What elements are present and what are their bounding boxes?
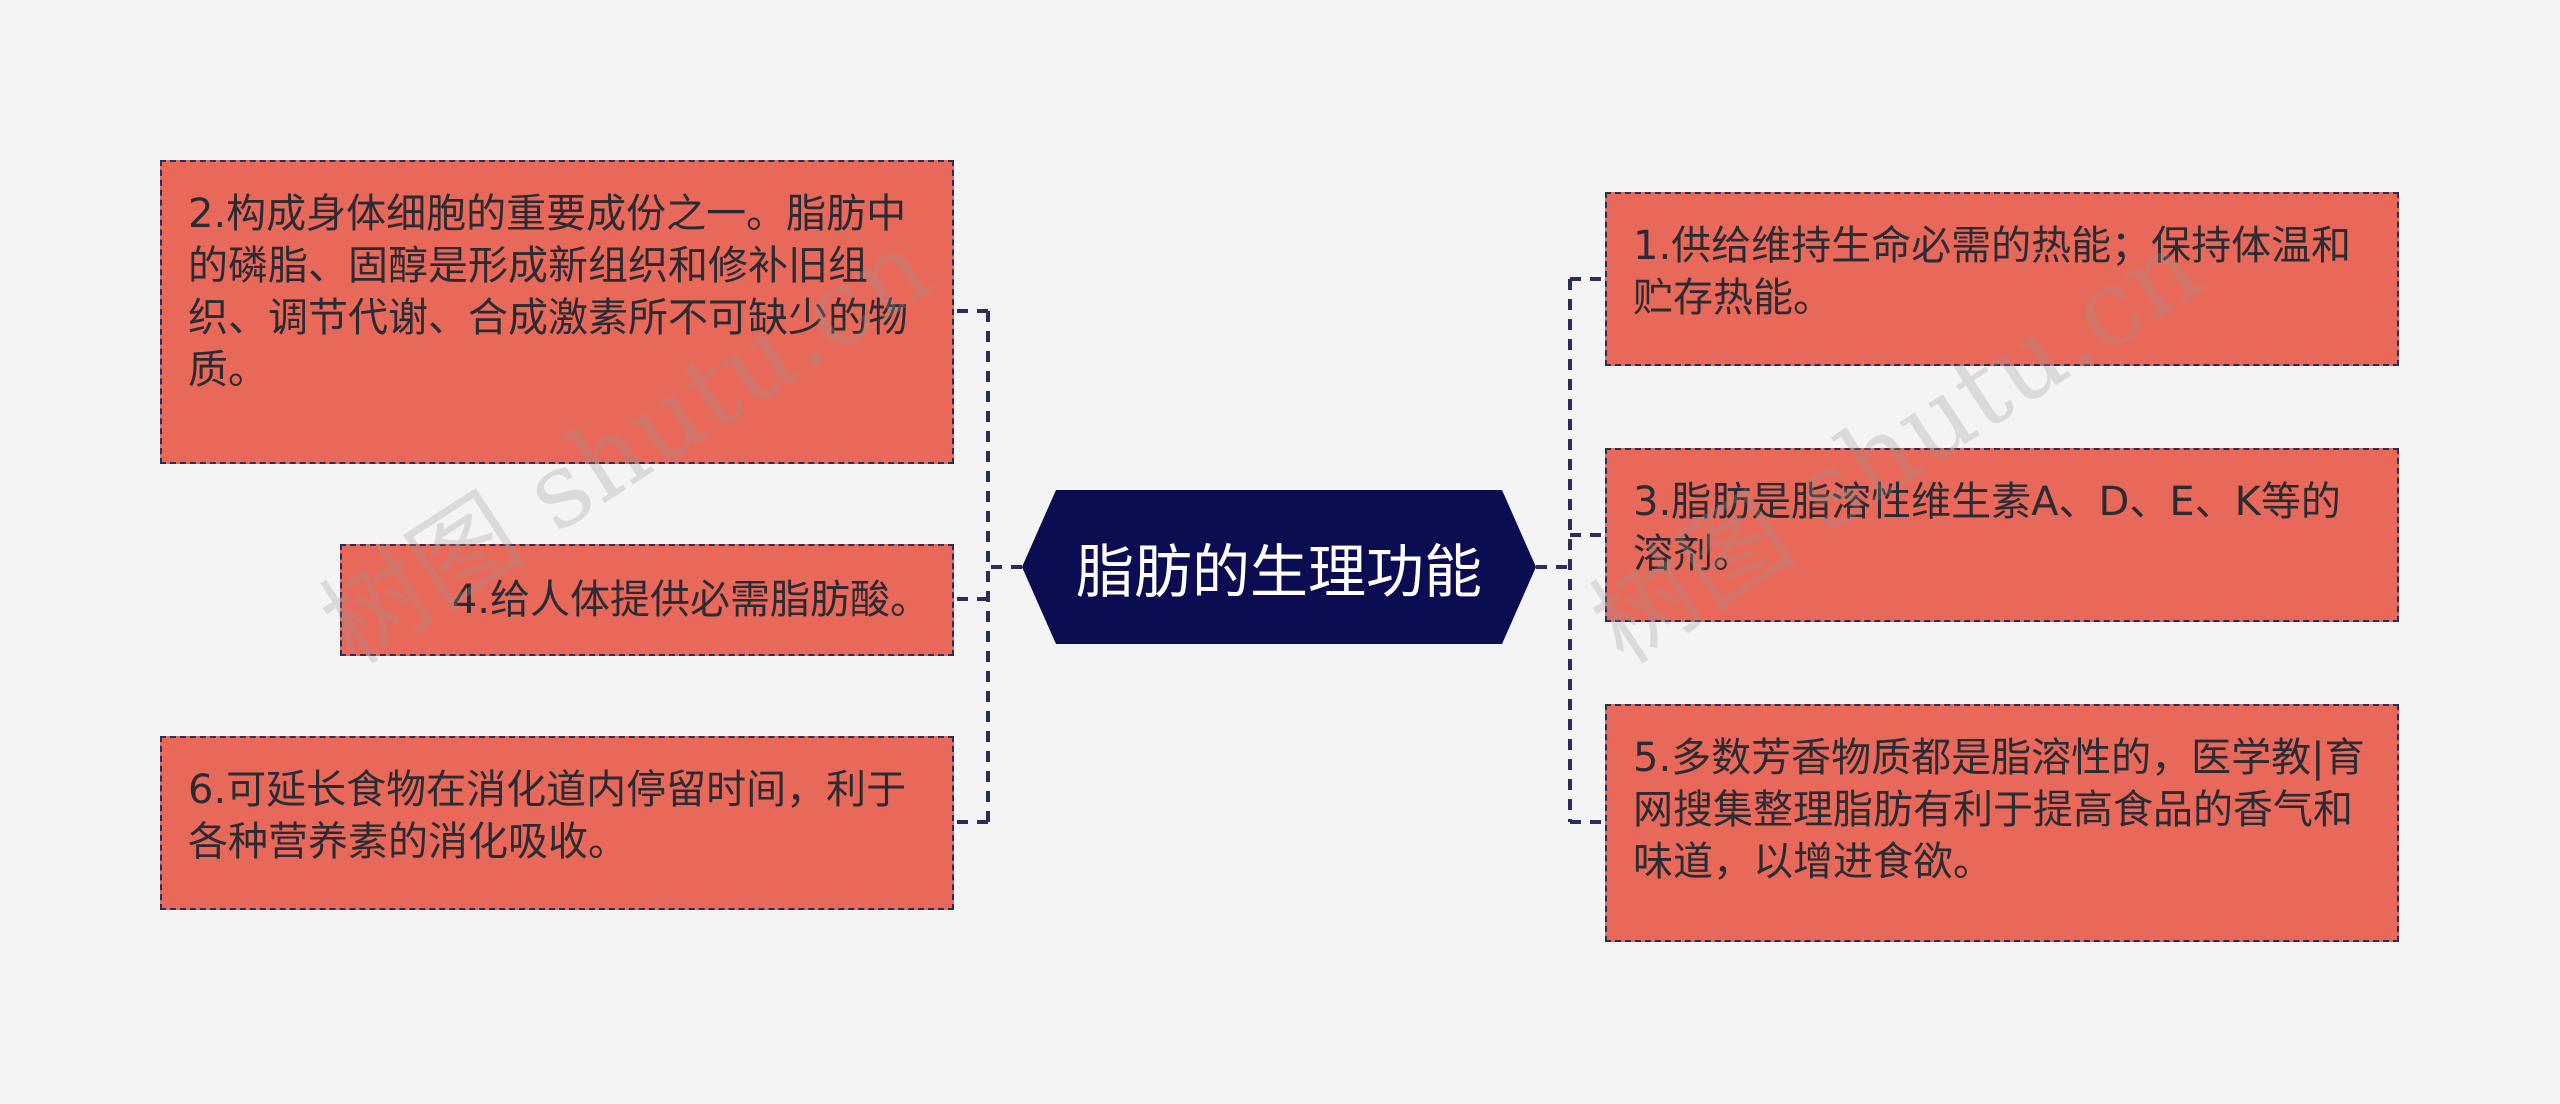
- center-topic-shape: [1022, 490, 1536, 644]
- branch-node-5[interactable]: 5.多数芳香物质都是脂溶性的，医学教|育网搜集整理脂肪有利于提高食品的香气和味道…: [1605, 704, 2399, 942]
- branch-node-6[interactable]: 6.可延长食物在消化道内停留时间，利于各种营养素的消化吸收。: [160, 736, 954, 910]
- branch-node-4[interactable]: 4.给人体提供必需脂肪酸。: [340, 544, 954, 656]
- branch-node-3[interactable]: 3.脂肪是脂溶性维生素A、D、E、K等的溶剂。: [1605, 448, 2399, 622]
- branch-node-2[interactable]: 2.构成身体细胞的重要成份之一。脂肪中的磷脂、固醇是形成新组织和修补旧组织、调节…: [160, 160, 954, 464]
- branch-node-1[interactable]: 1.供给维持生命必需的热能；保持体温和贮存热能。: [1605, 192, 2399, 366]
- center-topic-label[interactable]: 脂肪的生理功能: [1075, 538, 1482, 606]
